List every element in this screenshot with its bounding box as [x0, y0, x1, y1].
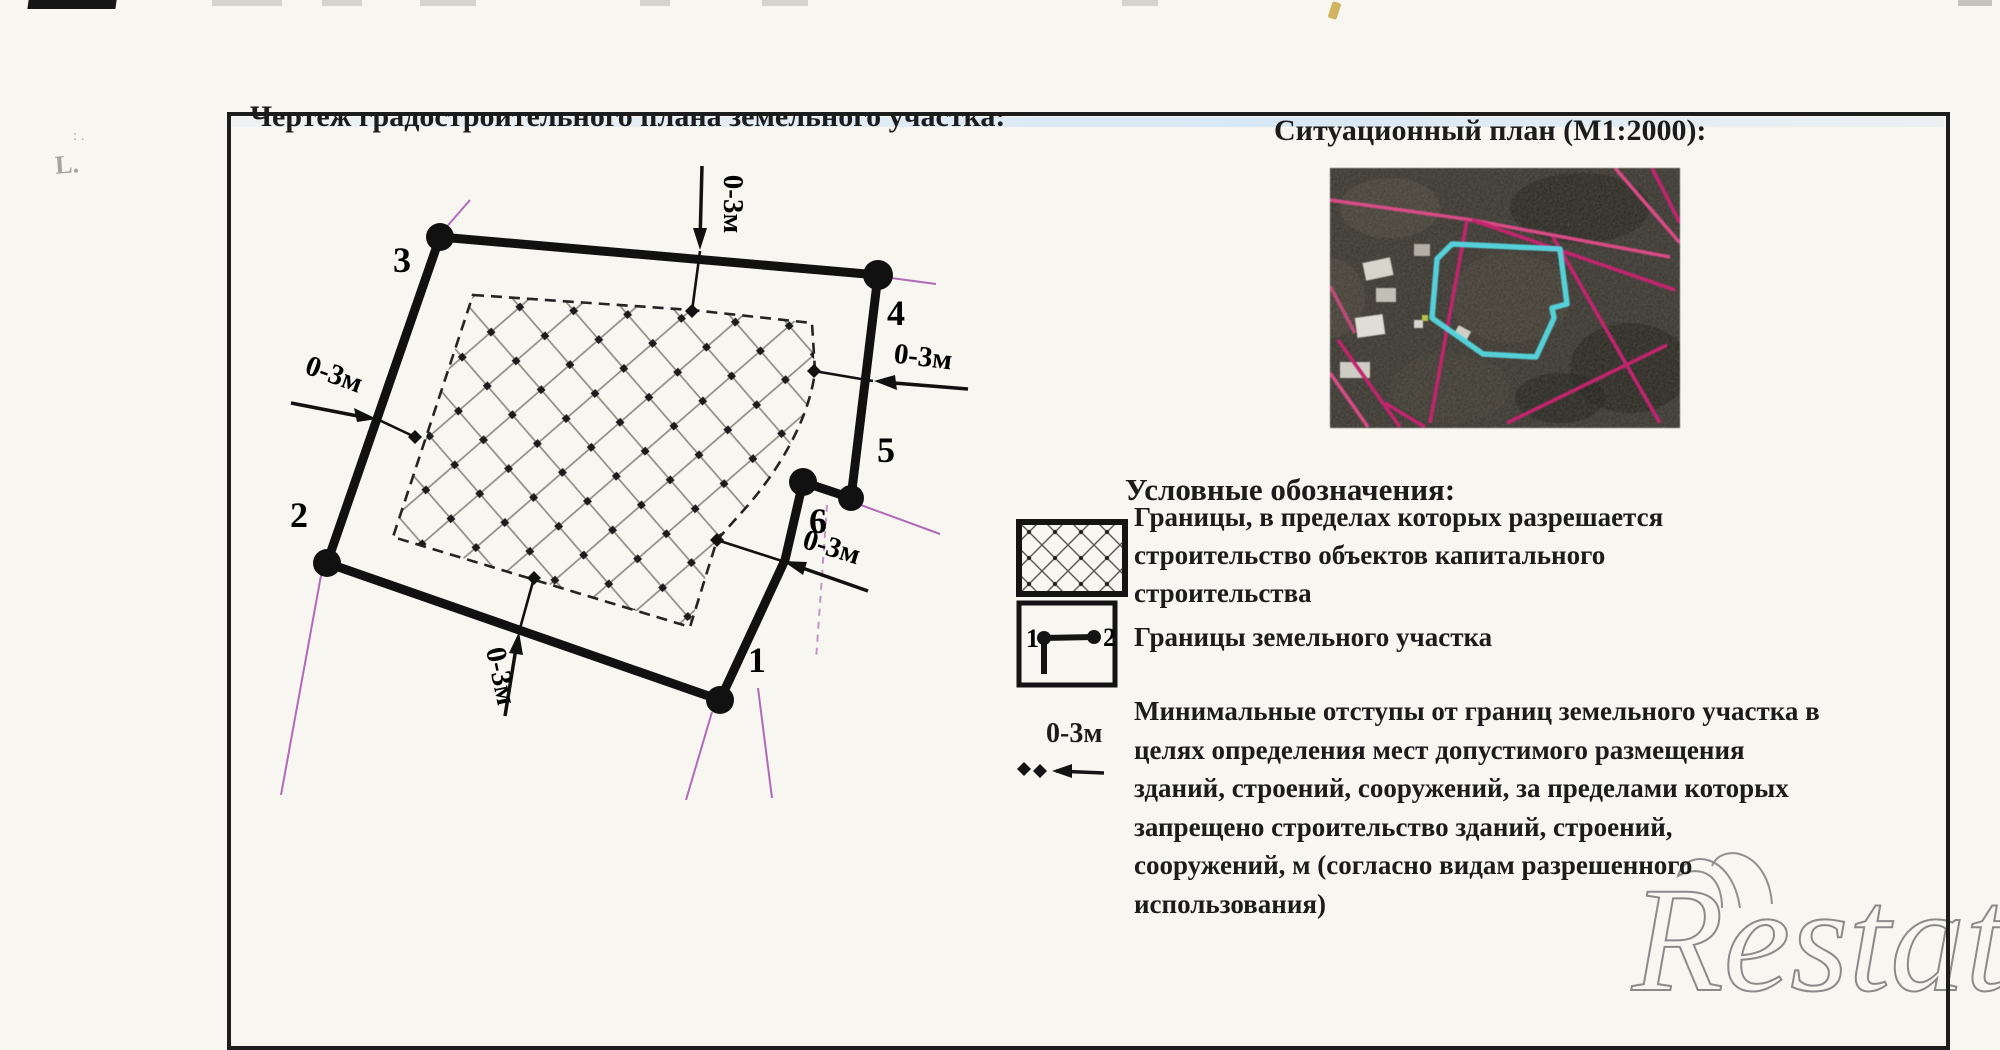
scan-artifact-bar	[27, 0, 117, 9]
situational-plan-title: Ситуационный план (М1:2000):	[1274, 114, 1707, 147]
point-3-label: 3	[393, 240, 411, 280]
cadastral-lines	[1330, 168, 1680, 428]
legend-item-1-text: Границы, в пределах которых разрешается …	[1134, 502, 1664, 608]
watermark-swash	[1711, 852, 1773, 905]
point-3-marker	[426, 223, 454, 251]
scan-smudge	[762, 0, 808, 6]
scan-smudge	[1958, 0, 1992, 6]
point-5-marker	[838, 485, 864, 511]
corner-points	[313, 223, 893, 714]
setback-label-top: 0-3м	[717, 175, 749, 233]
legend-heading: Условные обозначения:	[1124, 472, 1456, 507]
point-1-label: 1	[748, 640, 766, 680]
land-plot-drawing: 0-3м 0-3м 0-3м 0-3м 0-3м 1 2 3 4 5 6	[280, 165, 969, 801]
legend-item-3-text: Минимальные отступы от границ земельного…	[1134, 696, 1820, 919]
scan-smudge	[1122, 0, 1158, 6]
setback-connectors	[376, 250, 874, 633]
point-4-marker	[863, 260, 893, 290]
point-6-marker	[789, 468, 817, 496]
point-1-marker	[706, 686, 734, 714]
setback-label-left: 0-3м	[301, 350, 367, 400]
point-5-label: 5	[877, 430, 895, 470]
legend-boundary-symbol: 1 2	[1016, 600, 1118, 688]
situational-plan-image	[1330, 168, 1680, 428]
parcel-boundary	[322, 232, 883, 705]
legend-mark-2: 2	[1103, 623, 1116, 652]
subject-parcel-outline	[1429, 241, 1570, 360]
scan-artifact-yellow	[1327, 1, 1342, 20]
point-4-label: 4	[887, 293, 905, 333]
watermark-swash	[1676, 858, 1741, 909]
scan-smudge	[322, 0, 362, 6]
cadastral-extension-lines	[280, 199, 941, 801]
watermark-text: Restate	[1631, 857, 2000, 1018]
buildable-area-hatch	[391, 293, 817, 629]
scan-smudge	[640, 0, 670, 6]
scan-smudge	[420, 0, 476, 6]
setback-label-right: 0-3м	[892, 338, 954, 377]
point-6-label: 6	[809, 501, 827, 541]
point-2-label: 2	[290, 495, 308, 535]
pencil-dots: : .	[73, 128, 85, 144]
pencil-mark: L.	[53, 149, 80, 180]
scanned-town-plan-page: { "titles": { "left": "Чертеж градострои…	[27, 0, 2000, 1050]
legend-setback-arrow	[1017, 762, 1105, 778]
legend-hatch-symbol	[1016, 519, 1128, 597]
scan-smudge	[212, 0, 282, 6]
legend-setback-label: 0-3м	[1046, 718, 1103, 749]
legend-mark-1: 1	[1026, 624, 1039, 653]
page-title: Чертеж градостроительного плана земельно…	[250, 100, 1006, 133]
point-2-marker	[313, 549, 341, 577]
setback-arrowheads	[354, 228, 897, 655]
scan-tint	[232, 117, 1944, 127]
legend-item-2-text: Границы земельного участка	[1134, 622, 1493, 652]
restate-watermark: Restate	[1630, 852, 2000, 1018]
